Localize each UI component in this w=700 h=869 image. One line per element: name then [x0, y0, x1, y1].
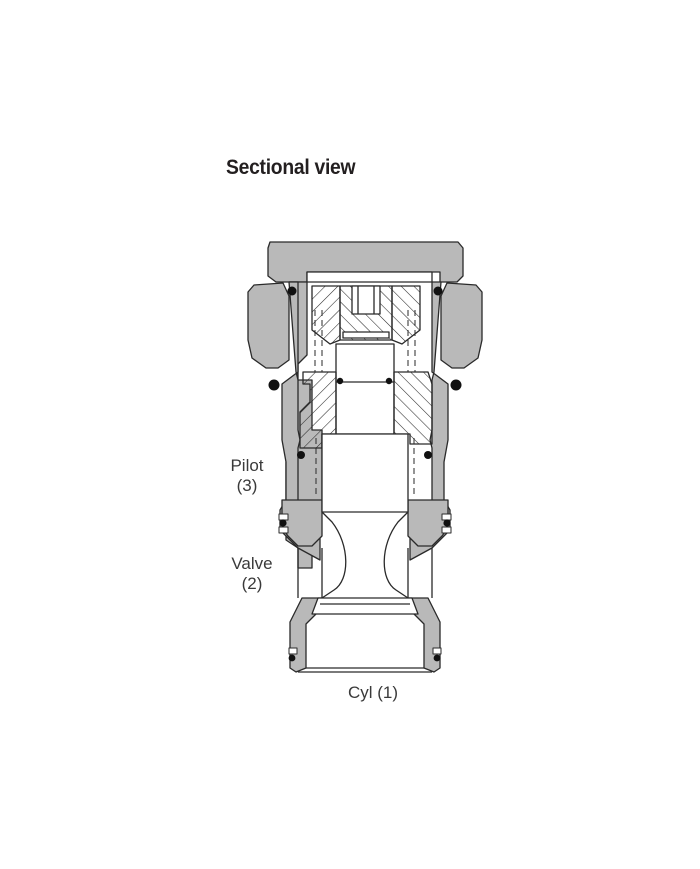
- adjust-screw-socket: [351, 285, 381, 315]
- right-mid-body: [407, 499, 449, 547]
- mid-guide-left: [299, 371, 337, 449]
- port-pilot-name: Pilot: [230, 456, 264, 475]
- port-valve-name: Valve: [231, 554, 273, 573]
- left-body-outer: [279, 281, 321, 561]
- port-label-pilot: Pilot (3): [222, 456, 272, 496]
- main-poppet: [321, 433, 409, 611]
- poppet-head: [311, 597, 419, 615]
- upper-stem: [335, 343, 395, 435]
- port-valve-number: (2): [241, 574, 263, 593]
- diagram-title: Sectional view: [226, 156, 356, 179]
- left-lock-nut: [247, 282, 290, 369]
- top-piston-right: [391, 285, 421, 345]
- right-lock-nut: [440, 282, 483, 369]
- top-piston-left: [311, 285, 341, 345]
- mid-guide-right: [393, 371, 433, 445]
- port-label-valve: Valve (2): [222, 554, 282, 594]
- inner-chamber: [306, 271, 433, 283]
- port-pilot-number: (3): [236, 476, 258, 495]
- port-label-cyl: Cyl (1): [347, 683, 399, 702]
- o-ring-seals: [268, 286, 462, 662]
